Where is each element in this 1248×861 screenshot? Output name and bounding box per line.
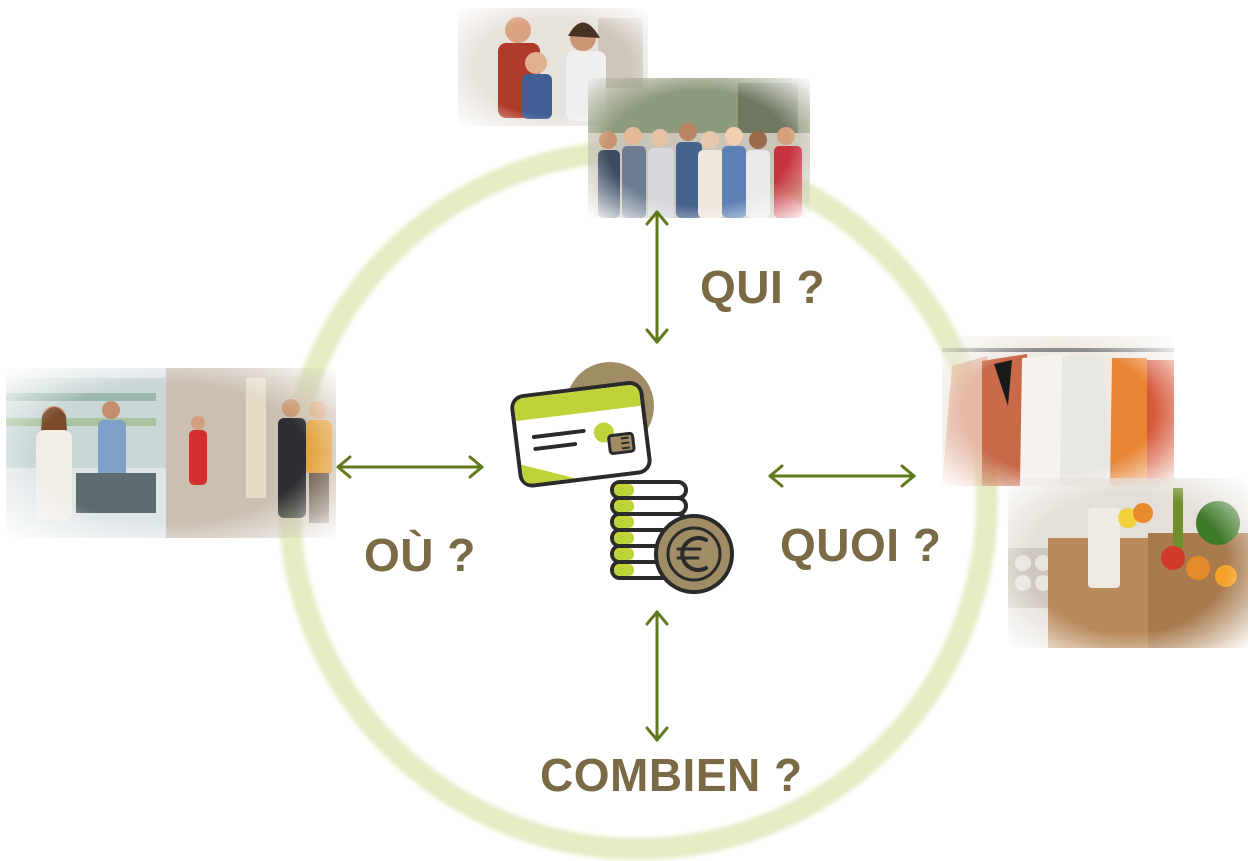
family-photo: [458, 8, 648, 126]
label-combien: COMBIEN ?: [540, 749, 803, 801]
group-of-friends-photo: [588, 78, 810, 218]
arrow-quoi: [768, 464, 916, 488]
shoppers-in-store-and-street-photo: [6, 368, 336, 538]
arrow-qui: [645, 210, 669, 344]
grocery-bags-photo: [1008, 478, 1248, 648]
label-qui: QUI ?: [700, 261, 826, 313]
payment-card-and-euro-coins-icon: [500, 360, 750, 600]
arrow-ou: [336, 455, 484, 479]
label-ou: OÙ ?: [364, 529, 476, 581]
clothes-on-hangers-photo: [942, 336, 1174, 486]
label-quoi: QUOI ?: [780, 519, 942, 571]
arrow-combien: [645, 610, 669, 742]
